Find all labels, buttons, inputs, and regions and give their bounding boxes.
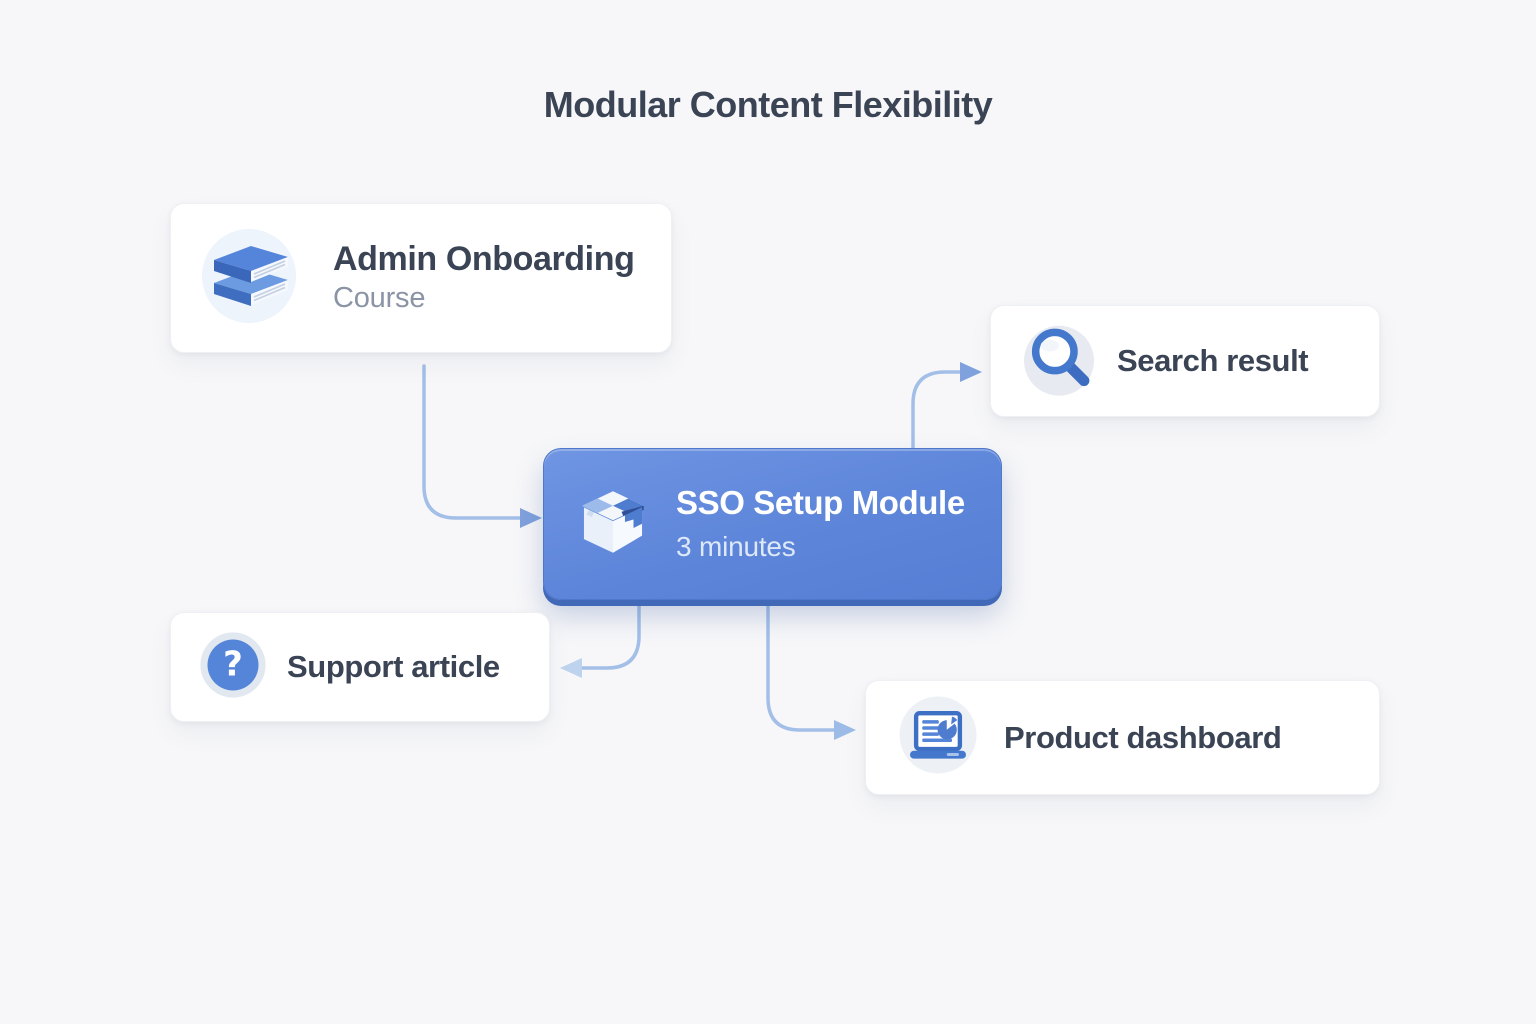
arrowhead-to-product bbox=[834, 720, 856, 740]
laptop-icon bbox=[896, 693, 980, 782]
node-subtitle: 3 minutes bbox=[676, 531, 796, 563]
node-product-dashboard[interactable]: Product dashboard bbox=[865, 680, 1380, 795]
node-subtitle: Course bbox=[333, 282, 426, 315]
node-title: Admin Onboarding bbox=[333, 239, 635, 278]
arrowhead-to-support bbox=[560, 658, 582, 678]
node-title: SSO Setup Module bbox=[676, 484, 965, 522]
node-admin-onboarding[interactable]: Admin Onboarding Course bbox=[170, 203, 672, 353]
connector-sso-to-support bbox=[580, 599, 641, 670]
node-sso-setup-module[interactable]: SSO Setup Module 3 minutes bbox=[543, 448, 1002, 600]
node-label: Search result bbox=[1117, 343, 1309, 378]
node-support-article[interactable]: ? Support article bbox=[170, 612, 550, 722]
package-icon bbox=[572, 481, 654, 568]
node-search-result[interactable]: Search result bbox=[990, 305, 1380, 417]
svg-text:?: ? bbox=[223, 644, 243, 684]
books-icon bbox=[201, 228, 297, 329]
connector-sso-to-search bbox=[911, 370, 962, 450]
connector-admin-to-sso bbox=[422, 364, 522, 520]
question-icon: ? bbox=[199, 631, 267, 704]
arrowhead-to-sso bbox=[520, 508, 542, 528]
node-label: Support article bbox=[287, 649, 500, 684]
connector-sso-to-product bbox=[766, 599, 836, 732]
node-label: Product dashboard bbox=[1004, 719, 1282, 755]
arrowhead-to-search bbox=[960, 362, 982, 382]
page-title: Modular Content Flexibility bbox=[543, 84, 993, 125]
magnifier-icon bbox=[1019, 319, 1099, 404]
